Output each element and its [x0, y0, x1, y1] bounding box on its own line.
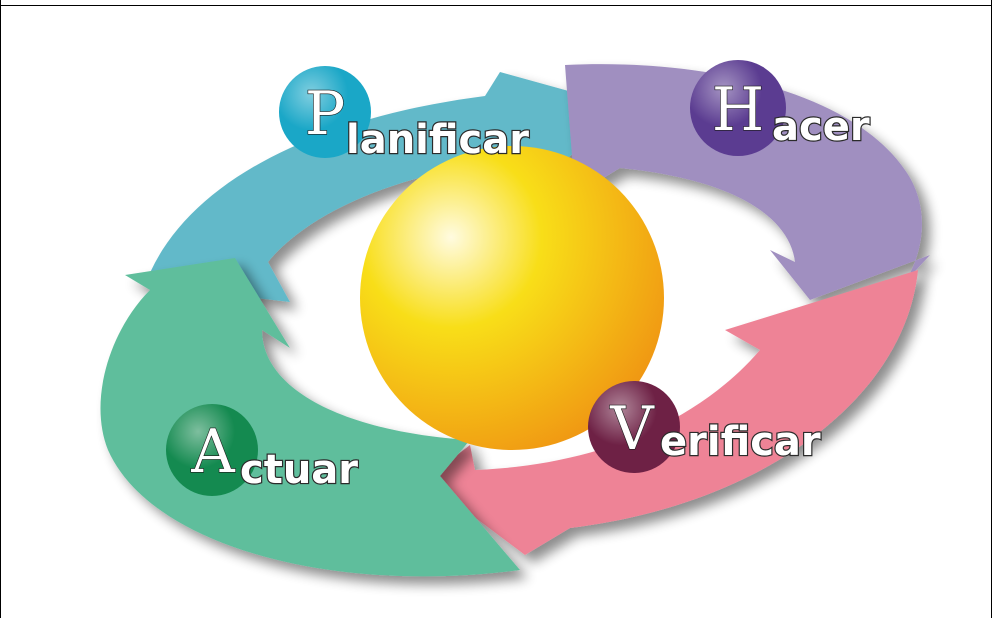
planificar-label: lanificar: [346, 117, 529, 163]
verificar-label: erificar: [660, 419, 821, 465]
hacer-initial: H: [712, 75, 764, 145]
actuar-label: ctuar: [240, 447, 358, 493]
actuar-initial: A: [190, 417, 235, 487]
planificar-step: P lanificar: [279, 66, 530, 164]
frame-top-border: [0, 5, 992, 6]
verificar-initial: V: [609, 394, 655, 464]
actuar-badge-shine: [166, 404, 258, 496]
actuar-arrow: [100, 258, 520, 577]
verificar-step: V erificar: [588, 381, 822, 473]
hacer-label: acer: [772, 104, 870, 150]
planificar-initial: P: [305, 79, 345, 149]
center-sphere: [360, 146, 664, 450]
verificar-arrow: [425, 270, 918, 555]
planificar-badge-shine: [279, 66, 371, 158]
hacer-badge-shine: [690, 60, 786, 156]
planificar-arrow: [145, 72, 630, 302]
hacer-arrow: [565, 64, 930, 300]
hacer-step: H acer: [690, 60, 871, 156]
verificar-badge-shine: [588, 381, 680, 473]
actuar-step: A ctuar: [166, 404, 360, 496]
